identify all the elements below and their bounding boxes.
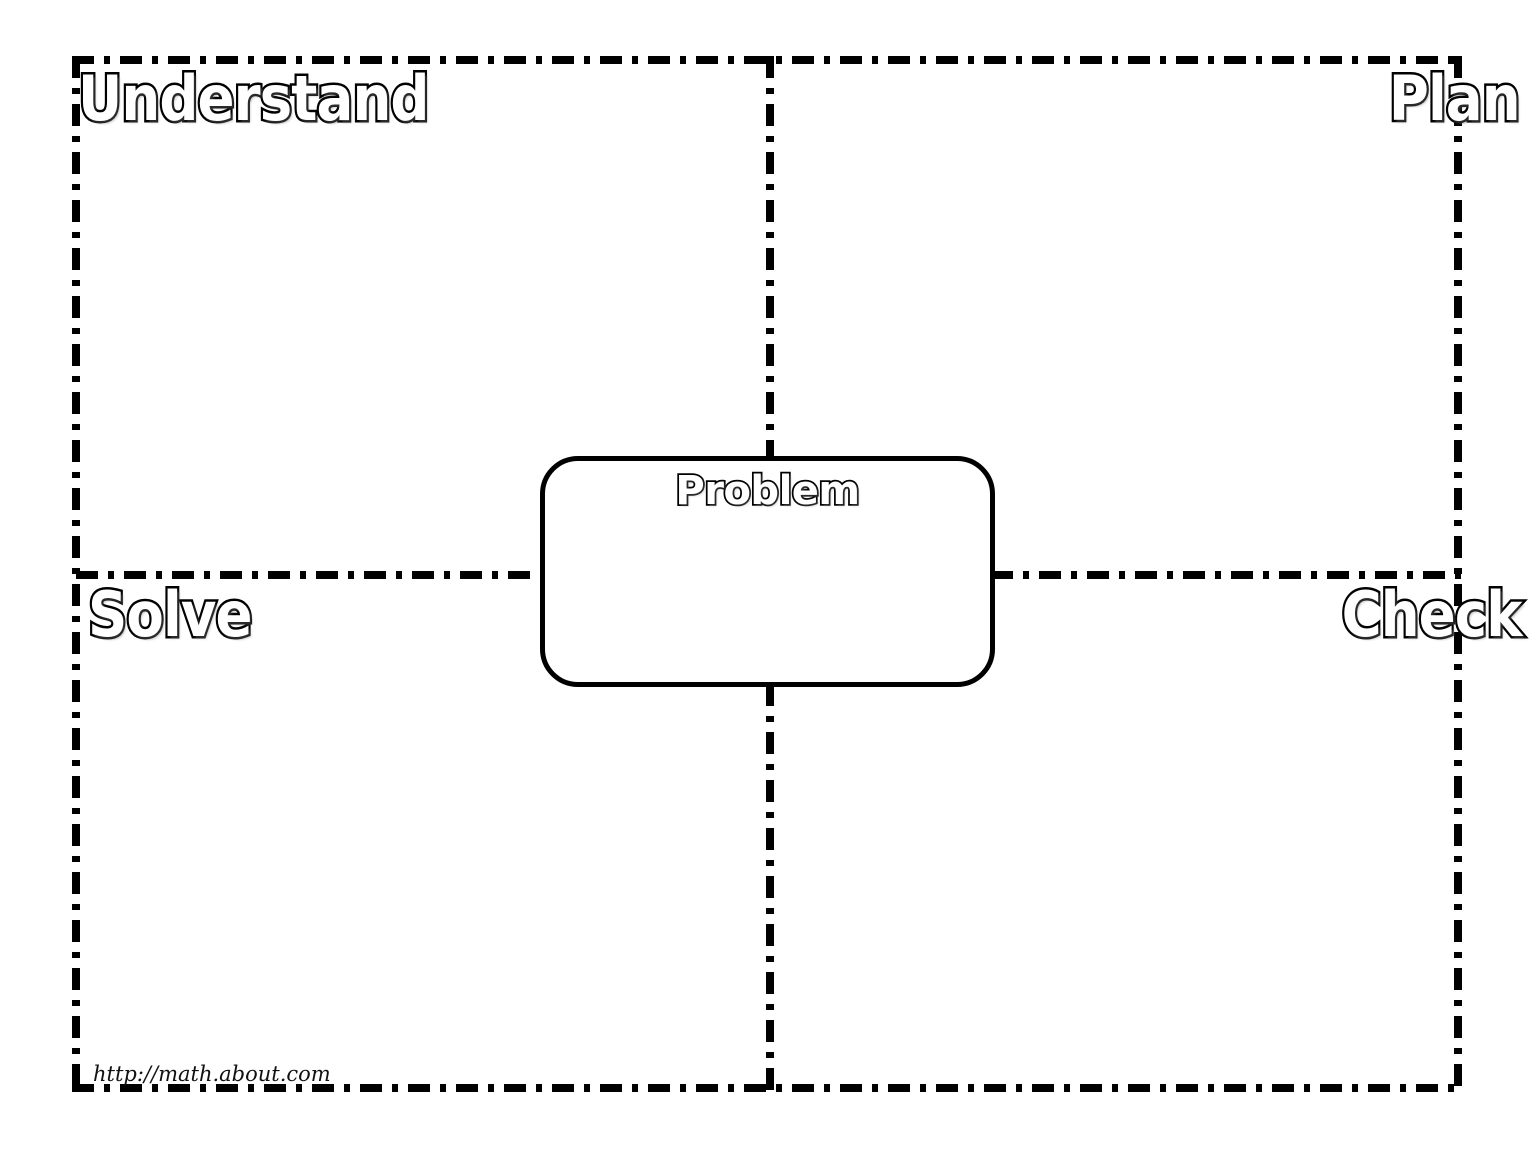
quadrant-title-understand: Understand	[76, 62, 432, 135]
horizontal-divider-right	[991, 571, 1462, 579]
problem-box-label: Problem	[674, 468, 862, 514]
source-url: http://math.about.com	[93, 1062, 331, 1086]
quadrant-title-plan: Plan	[1387, 62, 1523, 135]
vertical-divider-top	[766, 56, 774, 460]
vertical-divider-bottom	[766, 684, 774, 1092]
horizontal-divider-left	[76, 571, 544, 579]
quadrant-title-check: Check	[1340, 578, 1525, 651]
quadrant-title-solve: Solve	[86, 578, 255, 651]
problem-box: Problem	[540, 456, 995, 687]
